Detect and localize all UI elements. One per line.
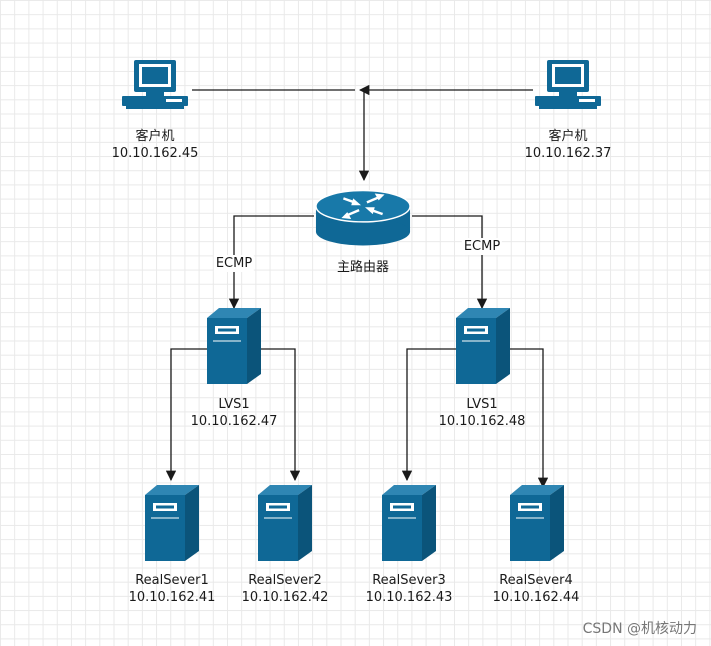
client-left-name: 客户机 (135, 129, 175, 144)
rs4-label: RealSever4 10.10.162.44 (493, 572, 580, 606)
server-icon (145, 485, 199, 561)
rs3-ip: 10.10.162.43 (365, 590, 453, 605)
edge-label-ecmp-right: ECMP (461, 238, 503, 255)
rs1-label: RealSever1 10.10.162.41 (129, 572, 216, 606)
edge-lvs-right-to-rs4 (507, 348, 549, 489)
rs4-name: RealSever4 (499, 573, 573, 588)
server-icon (382, 485, 436, 561)
lvs-left-label: LVS1 10.10.162.47 (191, 396, 278, 430)
rs4-ip: 10.10.162.44 (492, 590, 580, 605)
router-name: 主路由器 (336, 260, 390, 275)
edge-router-to-lvs-right (412, 215, 488, 310)
server-icon (510, 485, 564, 561)
edge-lvs-left-to-rs2 (259, 348, 301, 482)
desktop-computer-icon (535, 60, 601, 109)
server-icon (207, 308, 261, 384)
edge-router-to-lvs-left (228, 215, 314, 310)
lvs-right-name: LVS1 (466, 397, 498, 412)
lvs-left-ip: 10.10.162.47 (190, 414, 278, 429)
desktop-computer-icon (122, 60, 188, 109)
client-right-ip: 10.10.162.37 (524, 146, 612, 161)
lvs-right-ip: 10.10.162.48 (438, 414, 526, 429)
server-icon (258, 485, 312, 561)
lvs-left-name: LVS1 (218, 397, 250, 412)
router-icon (314, 189, 412, 247)
lvs-right-label: LVS1 10.10.162.48 (439, 396, 526, 430)
client-right-name: 客户机 (548, 129, 588, 144)
edge-lvs-left-to-rs1 (165, 348, 208, 482)
client-right-label: 客户机 10.10.162.37 (525, 128, 612, 162)
rs1-ip: 10.10.162.41 (128, 590, 216, 605)
rs2-ip: 10.10.162.42 (241, 590, 329, 605)
rs2-name: RealSever2 (248, 573, 322, 588)
edge-label-ecmp-left: ECMP (213, 255, 255, 272)
edge-lvs-right-to-rs3 (401, 348, 456, 482)
client-left-label: 客户机 10.10.162.45 (112, 128, 199, 162)
server-icon (456, 308, 510, 384)
connectors (165, 84, 549, 489)
rs3-name: RealSever3 (372, 573, 446, 588)
watermark: CSDN @机核动力 (582, 621, 697, 637)
client-left-ip: 10.10.162.45 (111, 146, 199, 161)
router-label: 主路由器 (337, 259, 389, 276)
rs2-label: RealSever2 10.10.162.42 (242, 572, 329, 606)
rs1-name: RealSever1 (135, 573, 209, 588)
rs3-label: RealSever3 10.10.162.43 (366, 572, 453, 606)
